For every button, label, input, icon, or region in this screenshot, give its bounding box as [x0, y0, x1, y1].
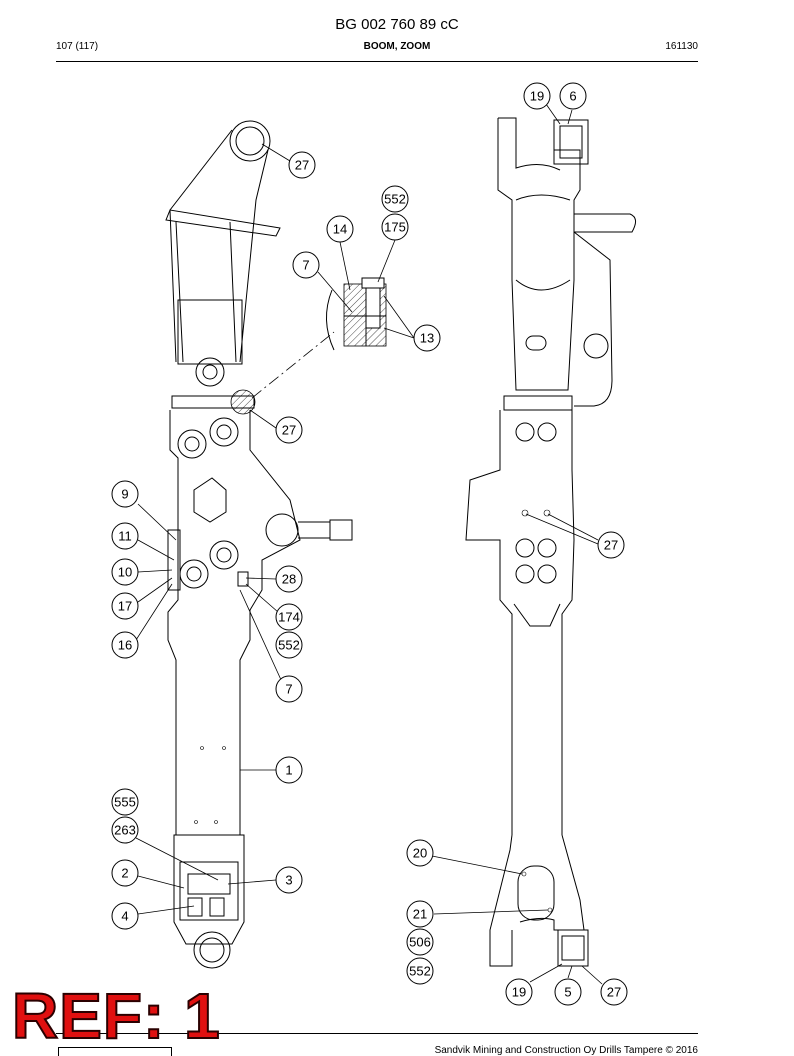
- callout-552: 552: [381, 185, 409, 213]
- callout-506: 506: [406, 928, 434, 956]
- callout-11: 11: [111, 522, 139, 550]
- svg-text:11: 11: [118, 529, 132, 544]
- right-boom-view: [465, 117, 636, 967]
- svg-text:5: 5: [564, 985, 571, 1000]
- svg-text:555: 555: [114, 795, 136, 810]
- callout-7: 7: [275, 675, 303, 703]
- svg-text:3: 3: [285, 873, 292, 888]
- svg-text:27: 27: [604, 538, 618, 553]
- svg-text:28: 28: [282, 572, 296, 587]
- svg-text:1: 1: [285, 763, 292, 778]
- callout-175: 175: [381, 213, 409, 241]
- callout-5: 5: [554, 978, 582, 1006]
- callout-28: 28: [275, 565, 303, 593]
- document-number: BG 002 760 89 cC: [335, 16, 459, 33]
- svg-text:4: 4: [121, 909, 128, 924]
- svg-text:552: 552: [278, 638, 300, 653]
- callout-10: 10: [111, 558, 139, 586]
- svg-text:27: 27: [607, 985, 621, 1000]
- svg-text:175: 175: [384, 220, 406, 235]
- leader-lines: [135, 103, 603, 985]
- svg-text:17: 17: [118, 599, 132, 614]
- svg-text:263: 263: [114, 823, 136, 838]
- callout-21: 21: [406, 900, 434, 928]
- callout-19: 19: [505, 978, 533, 1006]
- svg-text:14: 14: [333, 222, 347, 237]
- callout-13: 13: [413, 324, 441, 352]
- svg-text:9: 9: [121, 487, 128, 502]
- callout-4: 4: [111, 902, 139, 930]
- callout-27: 27: [600, 978, 628, 1006]
- callout-6: 6: [559, 82, 587, 110]
- svg-text:27: 27: [295, 158, 309, 173]
- svg-text:552: 552: [384, 192, 406, 207]
- callout-3: 3: [275, 866, 303, 894]
- date-code: 161130: [665, 41, 698, 52]
- svg-text:19: 19: [512, 985, 526, 1000]
- footer-copyright: Sandvik Mining and Construction Oy Drill…: [434, 1045, 698, 1056]
- svg-text:16: 16: [118, 638, 132, 653]
- callout-552: 552: [406, 957, 434, 985]
- section-detail: [251, 277, 387, 399]
- callout-9: 9: [111, 480, 139, 508]
- page-indicator: 107 (117): [56, 41, 99, 52]
- callout-174: 174: [275, 603, 303, 631]
- ref-stamp: REF: 1: [11, 980, 221, 1052]
- svg-text:27: 27: [282, 423, 296, 438]
- callout-552: 552: [275, 631, 303, 659]
- svg-text:21: 21: [413, 907, 427, 922]
- callout-14: 14: [326, 215, 354, 243]
- callout-2: 2: [111, 859, 139, 887]
- svg-text:19: 19: [530, 89, 544, 104]
- svg-text:552: 552: [409, 964, 431, 979]
- callout-17: 17: [111, 592, 139, 620]
- header-divider: [56, 61, 698, 62]
- svg-text:506: 506: [409, 935, 431, 950]
- section-title: BOOM, ZOOM: [363, 41, 431, 52]
- svg-text:13: 13: [420, 331, 434, 346]
- callout-27: 27: [288, 151, 316, 179]
- svg-text:6: 6: [569, 89, 576, 104]
- callout-16: 16: [111, 631, 139, 659]
- svg-text:7: 7: [285, 682, 292, 697]
- callout-20: 20: [406, 839, 434, 867]
- callout-555: 555: [111, 788, 139, 816]
- callout-27: 27: [597, 531, 625, 559]
- callout-19: 19: [523, 82, 551, 110]
- left-boom-view: [165, 120, 353, 969]
- svg-text:10: 10: [118, 565, 132, 580]
- callout-7: 7: [292, 251, 320, 279]
- callout-263: 263: [111, 816, 139, 844]
- svg-text:7: 7: [302, 258, 309, 273]
- svg-text:174: 174: [278, 610, 300, 625]
- callout-27: 27: [275, 416, 303, 444]
- footer-divider: [56, 1033, 698, 1034]
- svg-text:20: 20: [413, 846, 427, 861]
- company-logo: [58, 1047, 172, 1056]
- callout-1: 1: [275, 756, 303, 784]
- svg-text:2: 2: [121, 866, 128, 881]
